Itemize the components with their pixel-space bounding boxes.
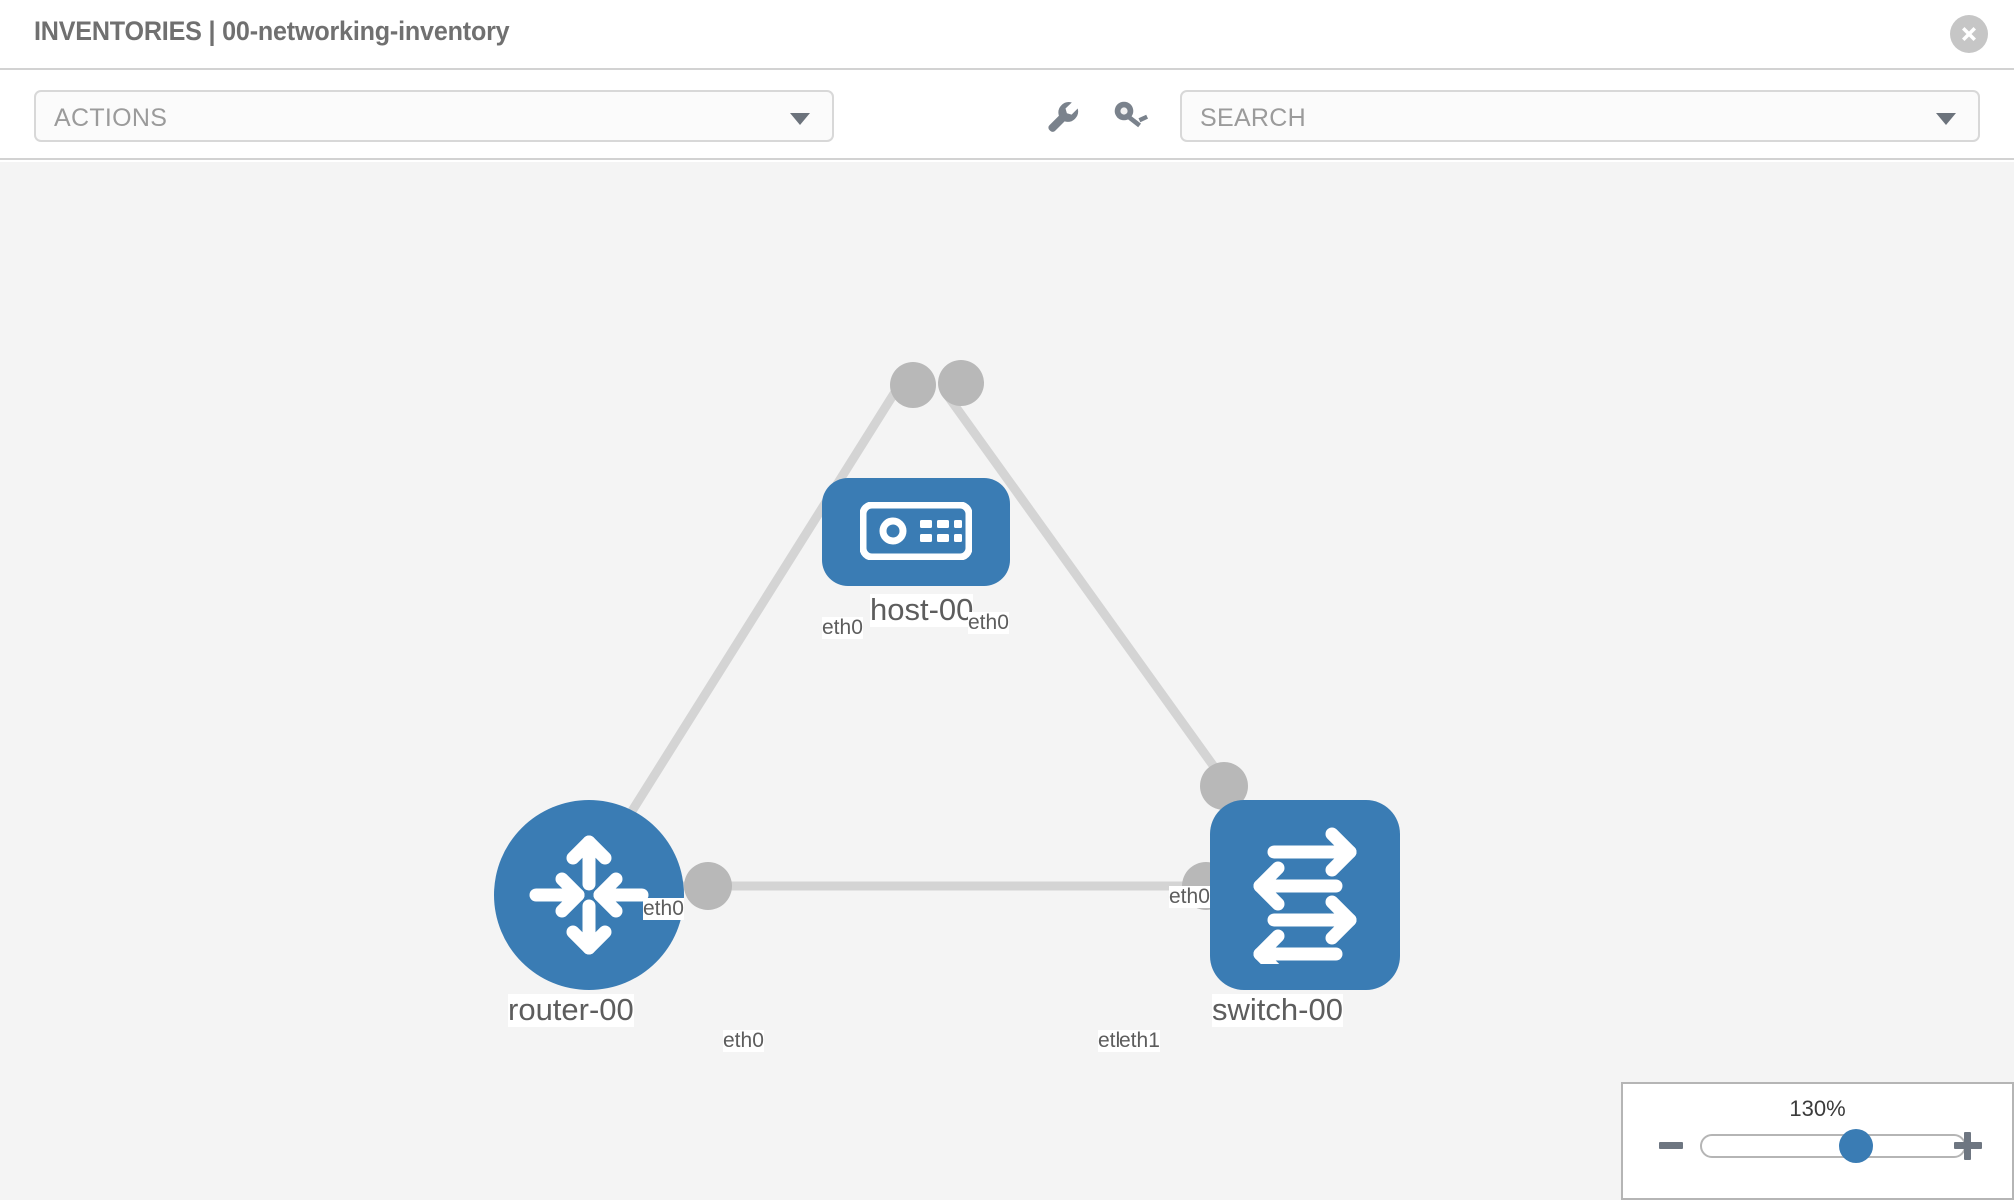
- host-node-shape: [822, 478, 1010, 586]
- actions-dropdown[interactable]: ACTIONS: [34, 90, 834, 142]
- actions-dropdown-label: ACTIONS: [54, 104, 168, 132]
- link-router-host: [596, 389, 899, 865]
- switch-arrows-icon: [1253, 827, 1357, 964]
- link-lines: [596, 389, 1229, 891]
- chevron-down-icon[interactable]: [1936, 113, 1956, 125]
- node-label-host-00: host-00: [870, 592, 974, 627]
- iface-label-router-up: eth0: [643, 897, 684, 921]
- iface-label-router-right: eth0: [723, 1029, 764, 1053]
- toolbar: ACTIONS SEARCH: [0, 68, 2014, 160]
- page-title: INVENTORIES | 00-networking-inventory: [34, 16, 510, 46]
- port-host-left[interactable]: [890, 362, 936, 408]
- link-host-switch: [941, 389, 1229, 785]
- page-header: INVENTORIES | 00-networking-inventory: [0, 0, 2014, 68]
- router-arrows-icon: [529, 835, 649, 955]
- search-placeholder: SEARCH: [1200, 104, 1306, 132]
- server-icon: [860, 502, 972, 560]
- iface-label-switch-up: eth0: [1169, 885, 1210, 909]
- zoom-in-button[interactable]: [1954, 1132, 1982, 1160]
- node-label-switch-00: switch-00: [1212, 992, 1343, 1027]
- close-icon[interactable]: [1950, 15, 1988, 53]
- search-input[interactable]: SEARCH: [1180, 90, 1980, 142]
- chevron-down-icon: [790, 113, 810, 125]
- port-router-right[interactable]: [684, 862, 732, 910]
- router-node-shape: [494, 800, 684, 990]
- node-label-router-00: router-00: [508, 992, 634, 1027]
- zoom-slider-track[interactable]: [1700, 1134, 1966, 1158]
- zoom-slider-thumb[interactable]: [1839, 1129, 1874, 1163]
- iface-label-host-right: eth0: [968, 611, 1009, 635]
- iface-label-host-left: eth0: [822, 616, 863, 640]
- wrench-icon[interactable]: [1040, 94, 1084, 138]
- port-host-right[interactable]: [938, 360, 984, 406]
- zoom-out-button[interactable]: [1659, 1142, 1683, 1149]
- topology-canvas[interactable]: host-00: [0, 162, 2014, 1200]
- node-router-00[interactable]: router-00: [494, 800, 684, 1027]
- iface-label-switch-left-b: eth1: [1119, 1029, 1160, 1053]
- node-host-00[interactable]: host-00: [822, 478, 1010, 627]
- key-icon[interactable]: [1108, 94, 1152, 138]
- zoom-control-panel: 130%: [1621, 1082, 2014, 1200]
- node-switch-00[interactable]: switch-00: [1210, 800, 1400, 1027]
- zoom-level-value: 130%: [1789, 1096, 1846, 1121]
- topology-links: [596, 389, 1229, 891]
